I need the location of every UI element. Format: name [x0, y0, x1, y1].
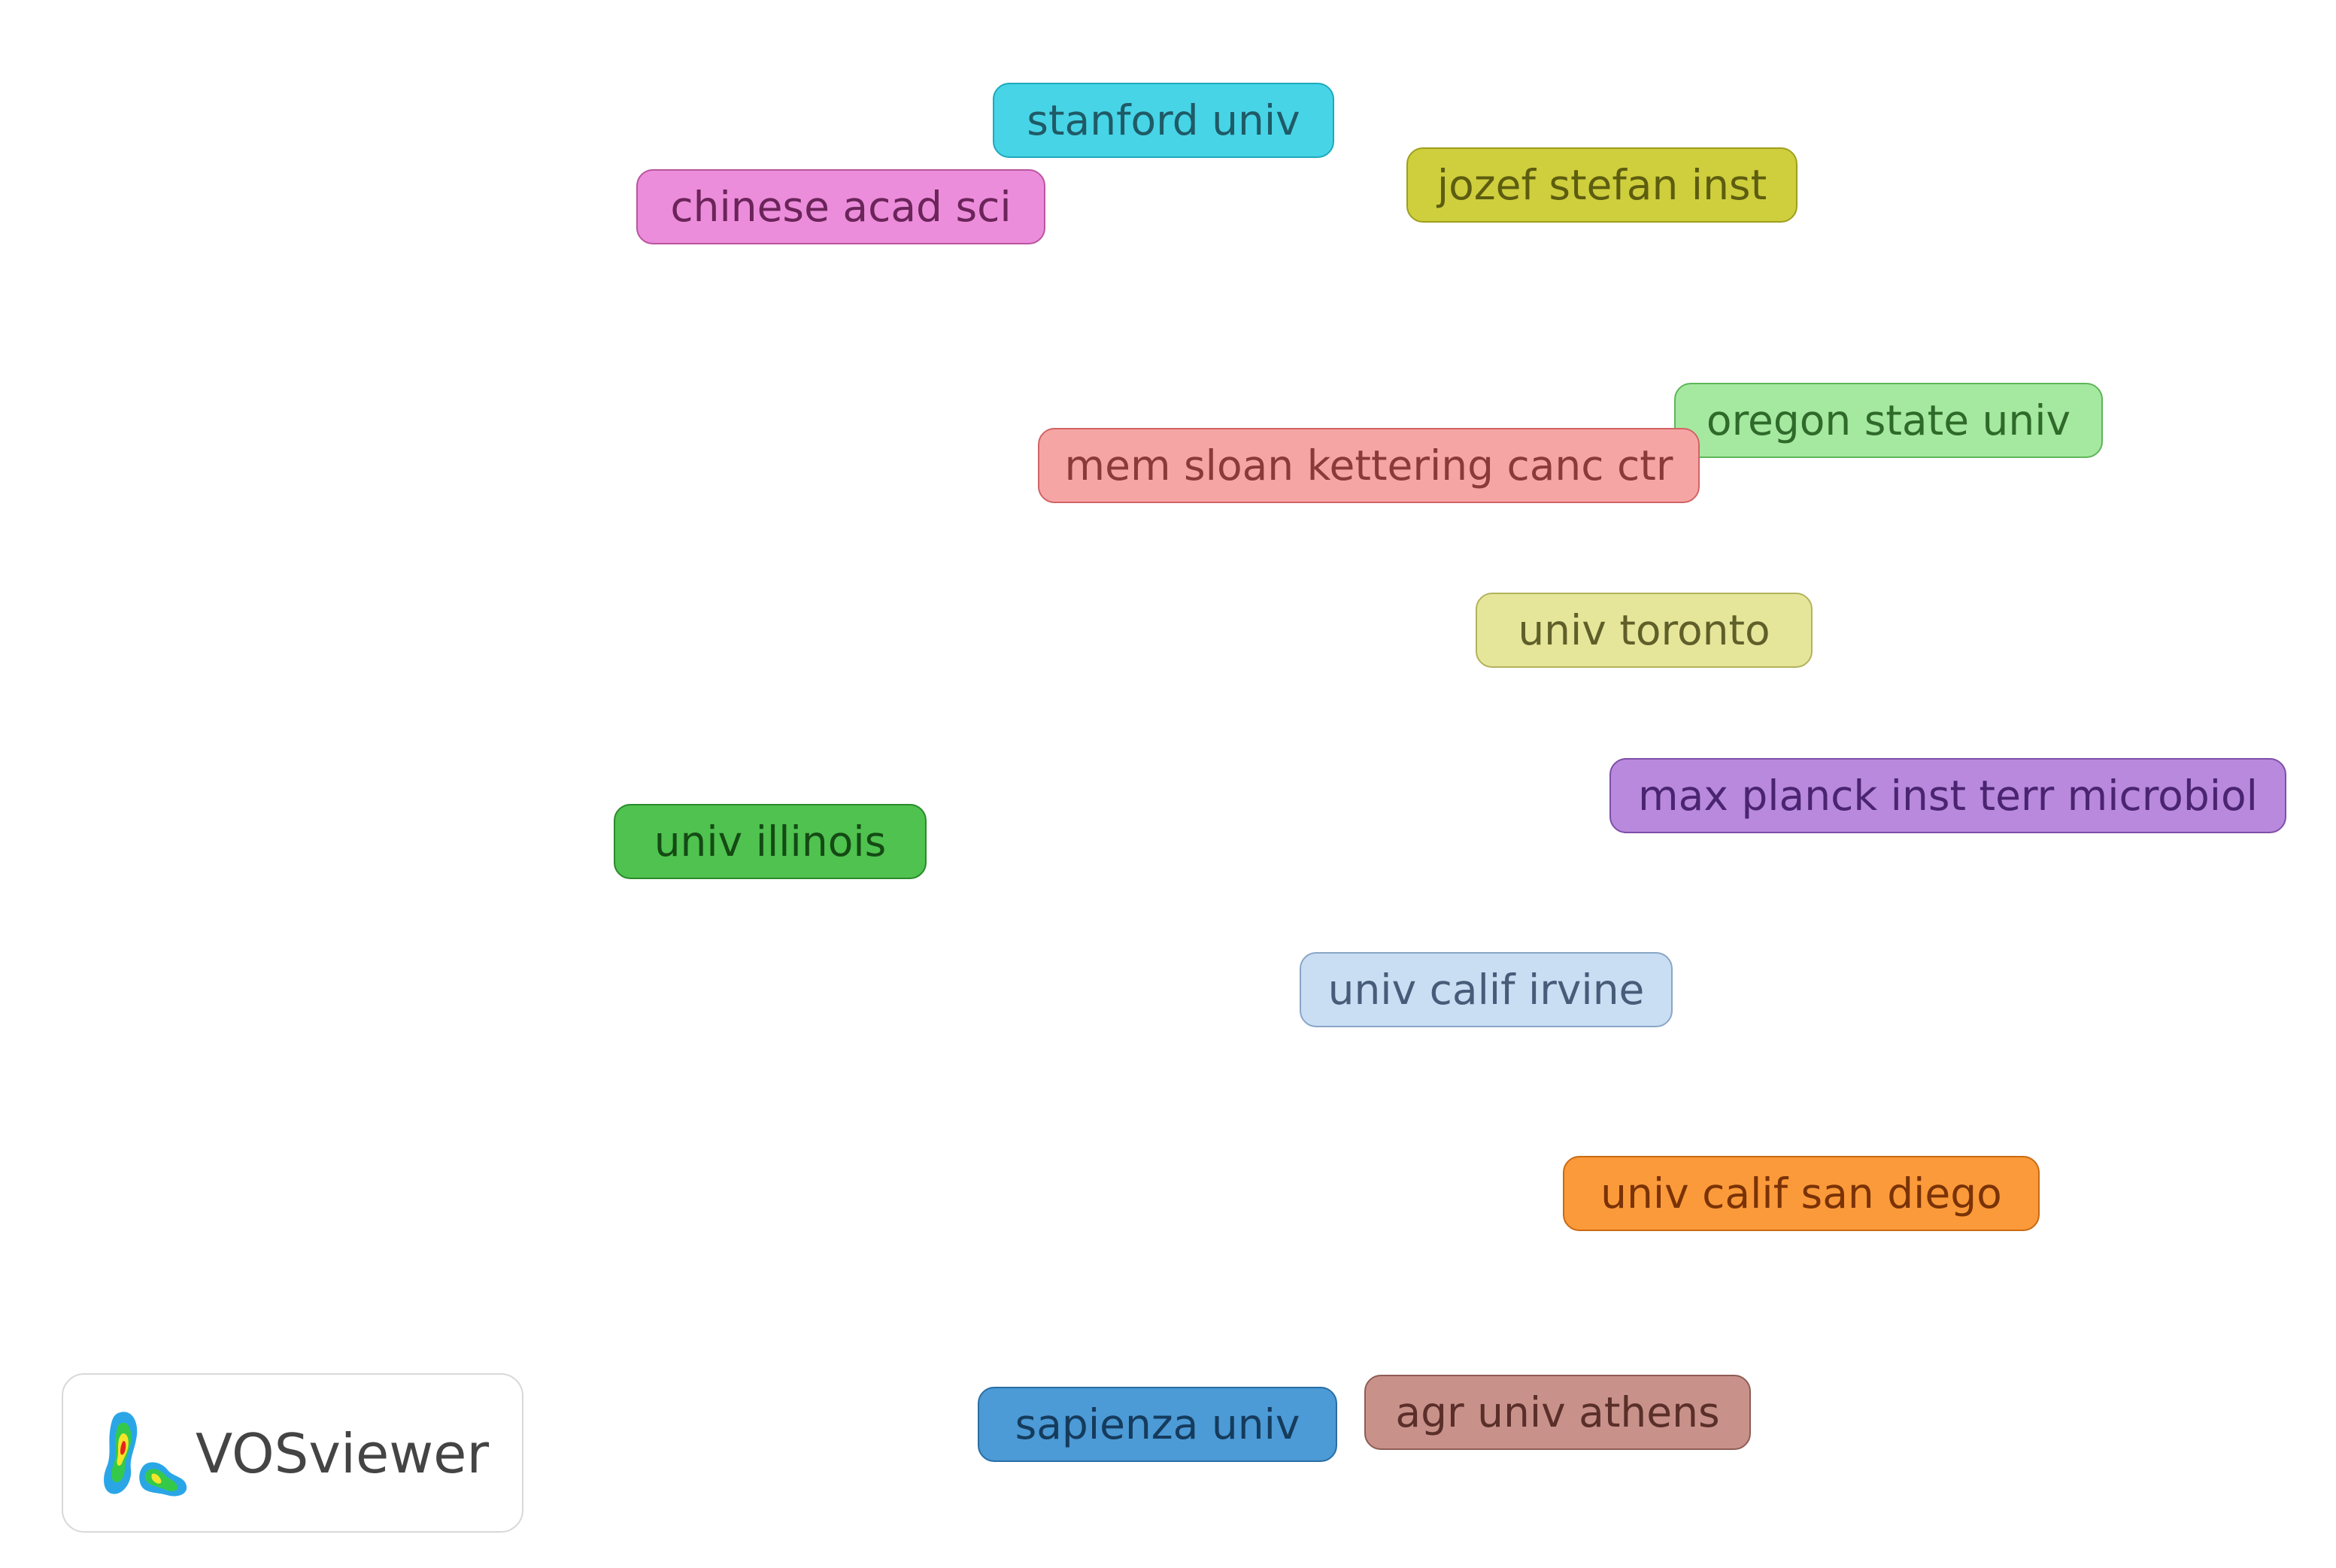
- node-sapienza-univ[interactable]: sapienza univ: [978, 1387, 1337, 1462]
- node-univ-calif-san-diego[interactable]: univ calif san diego: [1563, 1156, 2040, 1231]
- node-chinese-acad-sci[interactable]: chinese acad sci: [636, 169, 1045, 244]
- node-agr-univ-athens[interactable]: agr univ athens: [1364, 1375, 1751, 1450]
- node-univ-calif-irvine[interactable]: univ calif irvine: [1300, 952, 1673, 1027]
- node-stanford-univ[interactable]: stanford univ: [993, 83, 1334, 158]
- node-oregon-state-univ[interactable]: oregon state univ: [1674, 383, 2103, 458]
- vosviewer-heatmap-logo-icon: [104, 1412, 187, 1497]
- node-univ-illinois[interactable]: univ illinois: [614, 804, 927, 879]
- node-jozef-stefan-inst[interactable]: jozef stefan inst: [1406, 147, 1798, 223]
- node-univ-toronto[interactable]: univ toronto: [1476, 593, 1813, 668]
- node-mem-sloan-kettering-canc-ctr[interactable]: mem sloan kettering canc ctr: [1038, 428, 1700, 503]
- vosviewer-brand-text: VOSviewer: [196, 1422, 490, 1485]
- node-max-planck-inst-terr-microbiol[interactable]: max planck inst terr microbiol: [1609, 758, 2286, 833]
- vosviewer-watermark: VOSviewer: [62, 1373, 523, 1533]
